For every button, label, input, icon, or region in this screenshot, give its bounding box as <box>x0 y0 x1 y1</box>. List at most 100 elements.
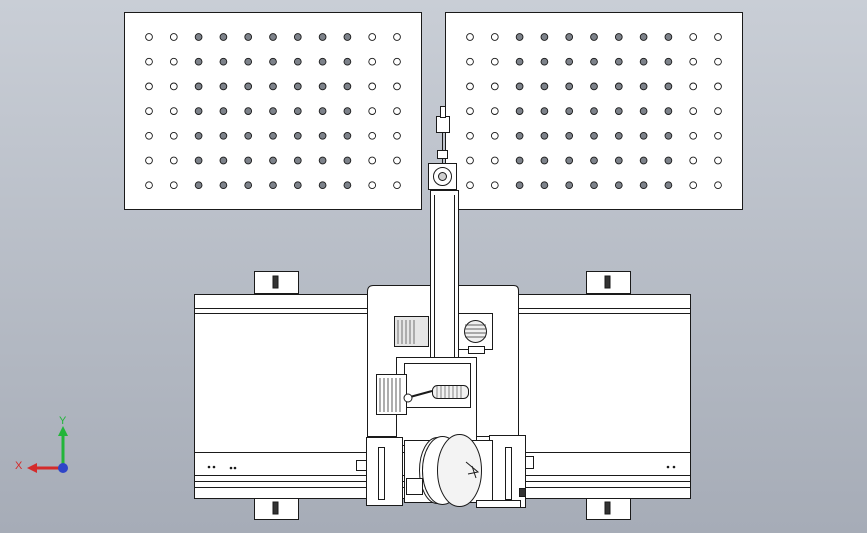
panel-hole <box>540 33 549 41</box>
panel-hole <box>689 156 698 165</box>
panel-hole <box>368 57 377 66</box>
panel-hole <box>145 107 153 115</box>
panel-hole <box>490 131 499 140</box>
gearbox-housing[interactable] <box>376 357 477 446</box>
panel-hole <box>466 156 474 165</box>
panel-hole <box>244 82 253 91</box>
panel-hole <box>244 107 253 115</box>
panel-hole <box>368 156 377 165</box>
rotary-wheel[interactable] <box>404 434 521 508</box>
panel-hole <box>540 82 549 91</box>
panel-hole <box>169 181 178 190</box>
panel-hole <box>639 107 648 115</box>
panel-hole <box>614 181 623 190</box>
panel-hole <box>293 181 302 190</box>
panel-hole <box>540 131 549 140</box>
panel-hole <box>293 131 302 140</box>
panel-hole <box>515 131 524 140</box>
right-clamp-block[interactable] <box>489 435 534 508</box>
panel-hole <box>565 57 574 66</box>
x-axis-arrowhead <box>27 463 37 473</box>
panel-hole <box>244 33 253 41</box>
panel-hole <box>590 33 598 41</box>
panel-hole <box>639 131 648 140</box>
panel-hole <box>565 131 574 140</box>
panel-hole <box>490 33 499 41</box>
panel-hole <box>368 33 377 41</box>
panel-hole <box>169 82 178 91</box>
panel-hole <box>194 82 203 91</box>
panel-hole <box>664 57 673 66</box>
y-axis-arrowhead <box>58 426 68 436</box>
top-right-bracket[interactable] <box>586 271 631 294</box>
panel-hole <box>393 131 401 140</box>
panel-hole <box>466 131 474 140</box>
panel-hole <box>219 57 228 66</box>
panel-hole <box>293 33 302 41</box>
panel-hole <box>269 131 277 140</box>
panel-hole <box>664 107 673 115</box>
panel-hole <box>293 57 302 66</box>
panel-hole <box>490 107 499 115</box>
panel-hole <box>318 131 327 140</box>
panel-hole <box>714 107 722 115</box>
panel-hole <box>368 181 377 190</box>
panel-hole <box>614 57 623 66</box>
panel-hole <box>393 107 401 115</box>
panel-hole <box>244 181 253 190</box>
panel-hole <box>466 33 474 41</box>
panel-hole <box>169 107 178 115</box>
panel-hole <box>639 181 648 190</box>
panel-hole <box>244 156 253 165</box>
left-clamp-block[interactable] <box>356 437 403 506</box>
panel-hole <box>590 57 598 66</box>
panel-hole <box>689 181 698 190</box>
panel-hole <box>490 156 499 165</box>
panel-hole <box>145 131 153 140</box>
panel-hole <box>145 57 153 66</box>
panel-hole <box>714 57 722 66</box>
panel-hole <box>466 57 474 66</box>
panel-hole <box>515 181 524 190</box>
panel-hole <box>219 33 228 41</box>
panel-hole <box>664 82 673 91</box>
panel-hole <box>145 82 153 91</box>
panel-hole <box>689 33 698 41</box>
panel-hole <box>219 131 228 140</box>
panel-hole <box>219 82 228 91</box>
panel-hole <box>565 107 574 115</box>
rail-markers <box>207 465 676 470</box>
panel-hole <box>490 82 499 91</box>
panel-hole <box>614 131 623 140</box>
panel-hole <box>269 33 277 41</box>
panel-hole <box>145 156 153 165</box>
top-left-bracket[interactable] <box>254 271 299 294</box>
bottom-left-bracket[interactable] <box>254 497 299 520</box>
panel-hole <box>145 33 153 41</box>
vertical-column[interactable] <box>430 190 459 361</box>
panel-hole <box>515 33 524 41</box>
panel-hole <box>293 156 302 165</box>
panel-hole <box>194 33 203 41</box>
panel-hole <box>393 33 401 41</box>
panel-hole <box>343 131 352 140</box>
panel-hole <box>490 57 499 66</box>
panel-hole <box>714 33 722 41</box>
panel-hole <box>318 82 327 91</box>
panel-hole <box>343 181 352 190</box>
panel-hole <box>466 181 474 190</box>
panel-hole <box>169 33 178 41</box>
panel-hole <box>318 181 327 190</box>
left-panel-holes <box>145 33 401 190</box>
panel-hole <box>194 57 203 66</box>
top-actuator[interactable] <box>428 106 457 190</box>
panel-hole <box>590 156 598 165</box>
bottom-right-bracket[interactable] <box>586 497 631 520</box>
gear-motor[interactable] <box>394 313 493 354</box>
right-perforated-panel[interactable] <box>445 12 743 210</box>
panel-hole <box>393 181 401 190</box>
panel-hole <box>515 82 524 91</box>
panel-hole <box>343 107 352 115</box>
left-perforated-panel[interactable] <box>124 12 422 210</box>
